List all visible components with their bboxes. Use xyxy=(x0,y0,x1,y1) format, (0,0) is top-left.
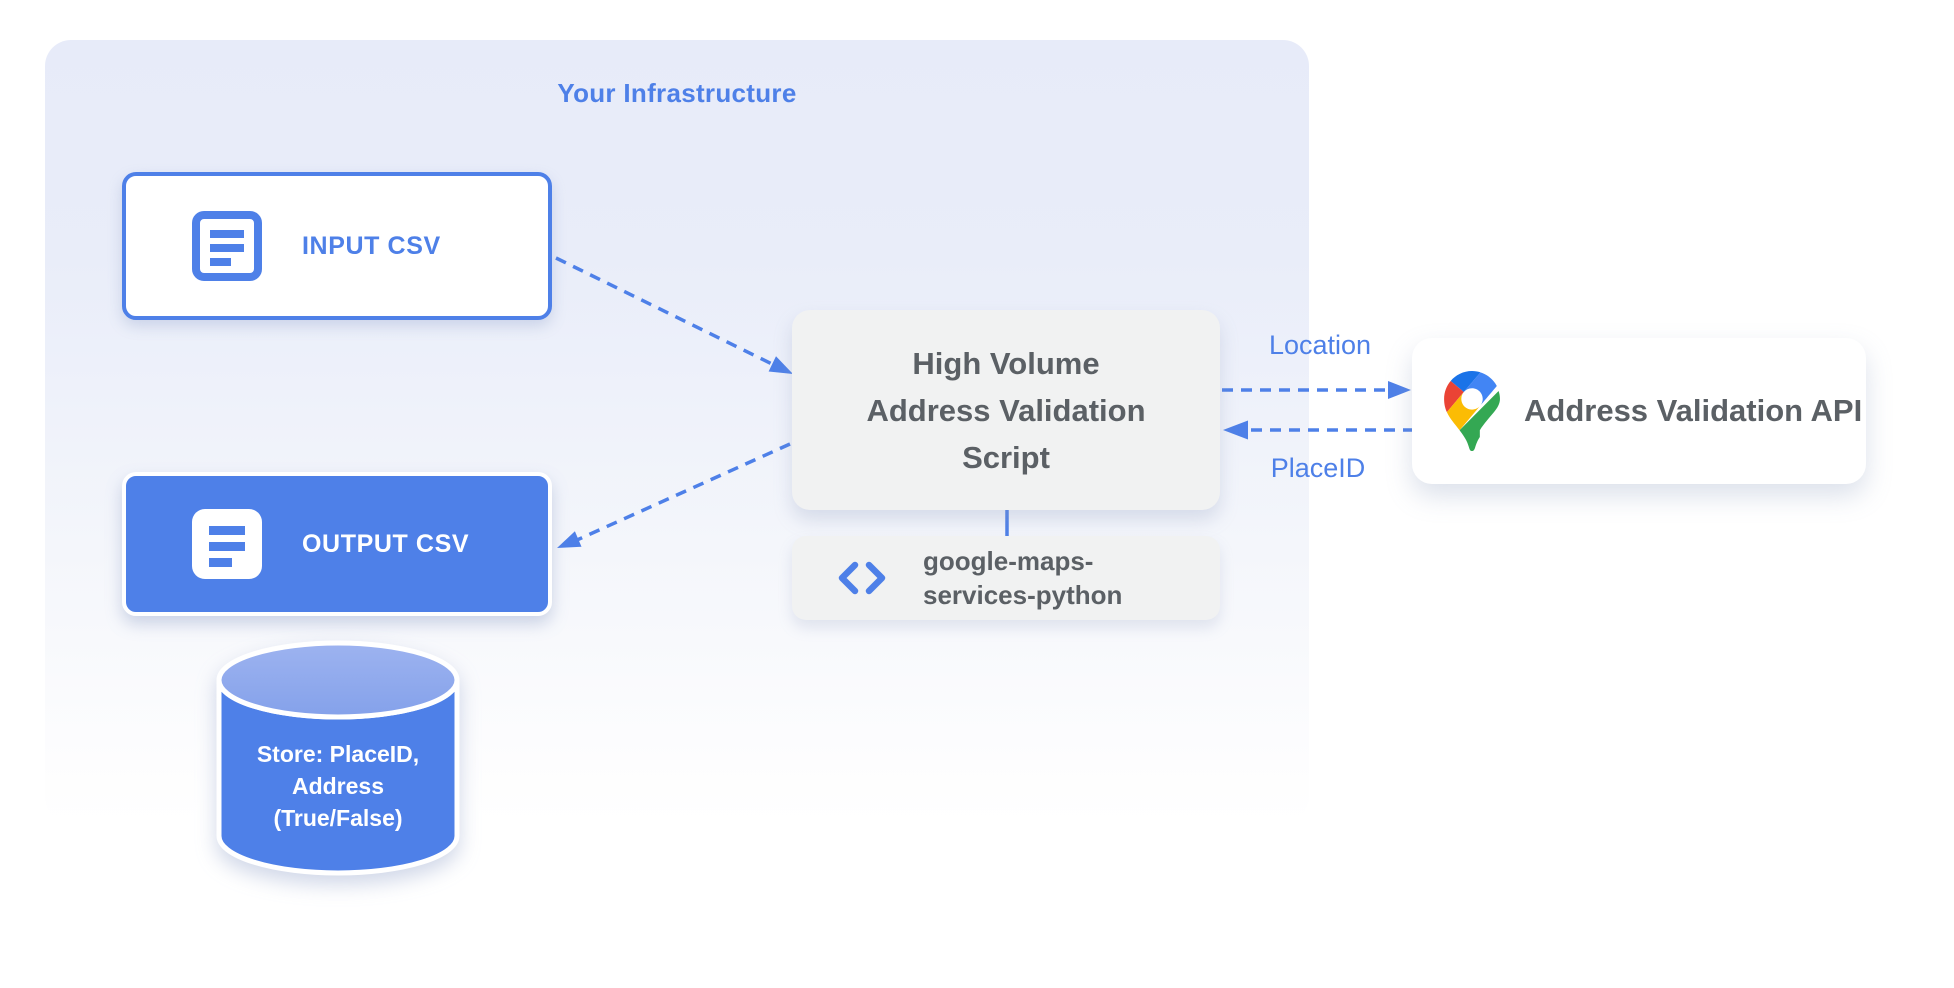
api-node: Address Validation API xyxy=(1412,338,1866,484)
output-csv-node: OUTPUT CSV xyxy=(122,472,552,616)
document-lines-icon xyxy=(192,211,262,281)
library-node: google-maps- services-python xyxy=(792,536,1220,620)
output-csv-label: OUTPUT CSV xyxy=(302,529,470,558)
api-label: Address Validation API xyxy=(1524,393,1863,428)
infrastructure-title: Your Infrastructure xyxy=(557,78,797,108)
library-line: services-python xyxy=(923,580,1123,610)
datastore-line: (True/False) xyxy=(273,805,403,831)
library-label: google-maps- services-python xyxy=(923,544,1122,612)
arrowhead-placeid xyxy=(1223,420,1248,440)
input-csv-label: INPUT CSV xyxy=(302,231,441,260)
arrowhead-location xyxy=(1388,381,1411,399)
database-cylinder-icon xyxy=(216,640,460,876)
input-csv-node: INPUT CSV xyxy=(122,172,552,320)
placeid-edge-label: PlaceID xyxy=(1270,453,1366,483)
code-brackets-icon xyxy=(838,561,886,595)
script-line: High Volume xyxy=(912,345,1100,381)
google-maps-pin-icon xyxy=(1444,371,1500,451)
script-line: Address Validation xyxy=(866,392,1146,428)
document-lines-icon xyxy=(192,509,262,579)
arrowhead-input-to-script xyxy=(768,356,793,374)
edge-script-to-output xyxy=(576,442,791,542)
arrowhead-script-to-output xyxy=(557,531,582,548)
edge-input-to-script xyxy=(555,256,775,367)
location-edge-label: Location xyxy=(1268,330,1372,360)
datastore-label: Store: PlaceID, Address (True/False) xyxy=(215,738,461,834)
script-line: Script xyxy=(962,439,1050,475)
script-label: High Volume Address Validation Script xyxy=(866,340,1145,481)
datastore-line: Store: PlaceID, xyxy=(256,741,420,767)
datastore-line: Address xyxy=(291,773,385,799)
library-line: google-maps- xyxy=(923,546,1094,576)
script-node: High Volume Address Validation Script xyxy=(792,310,1220,510)
